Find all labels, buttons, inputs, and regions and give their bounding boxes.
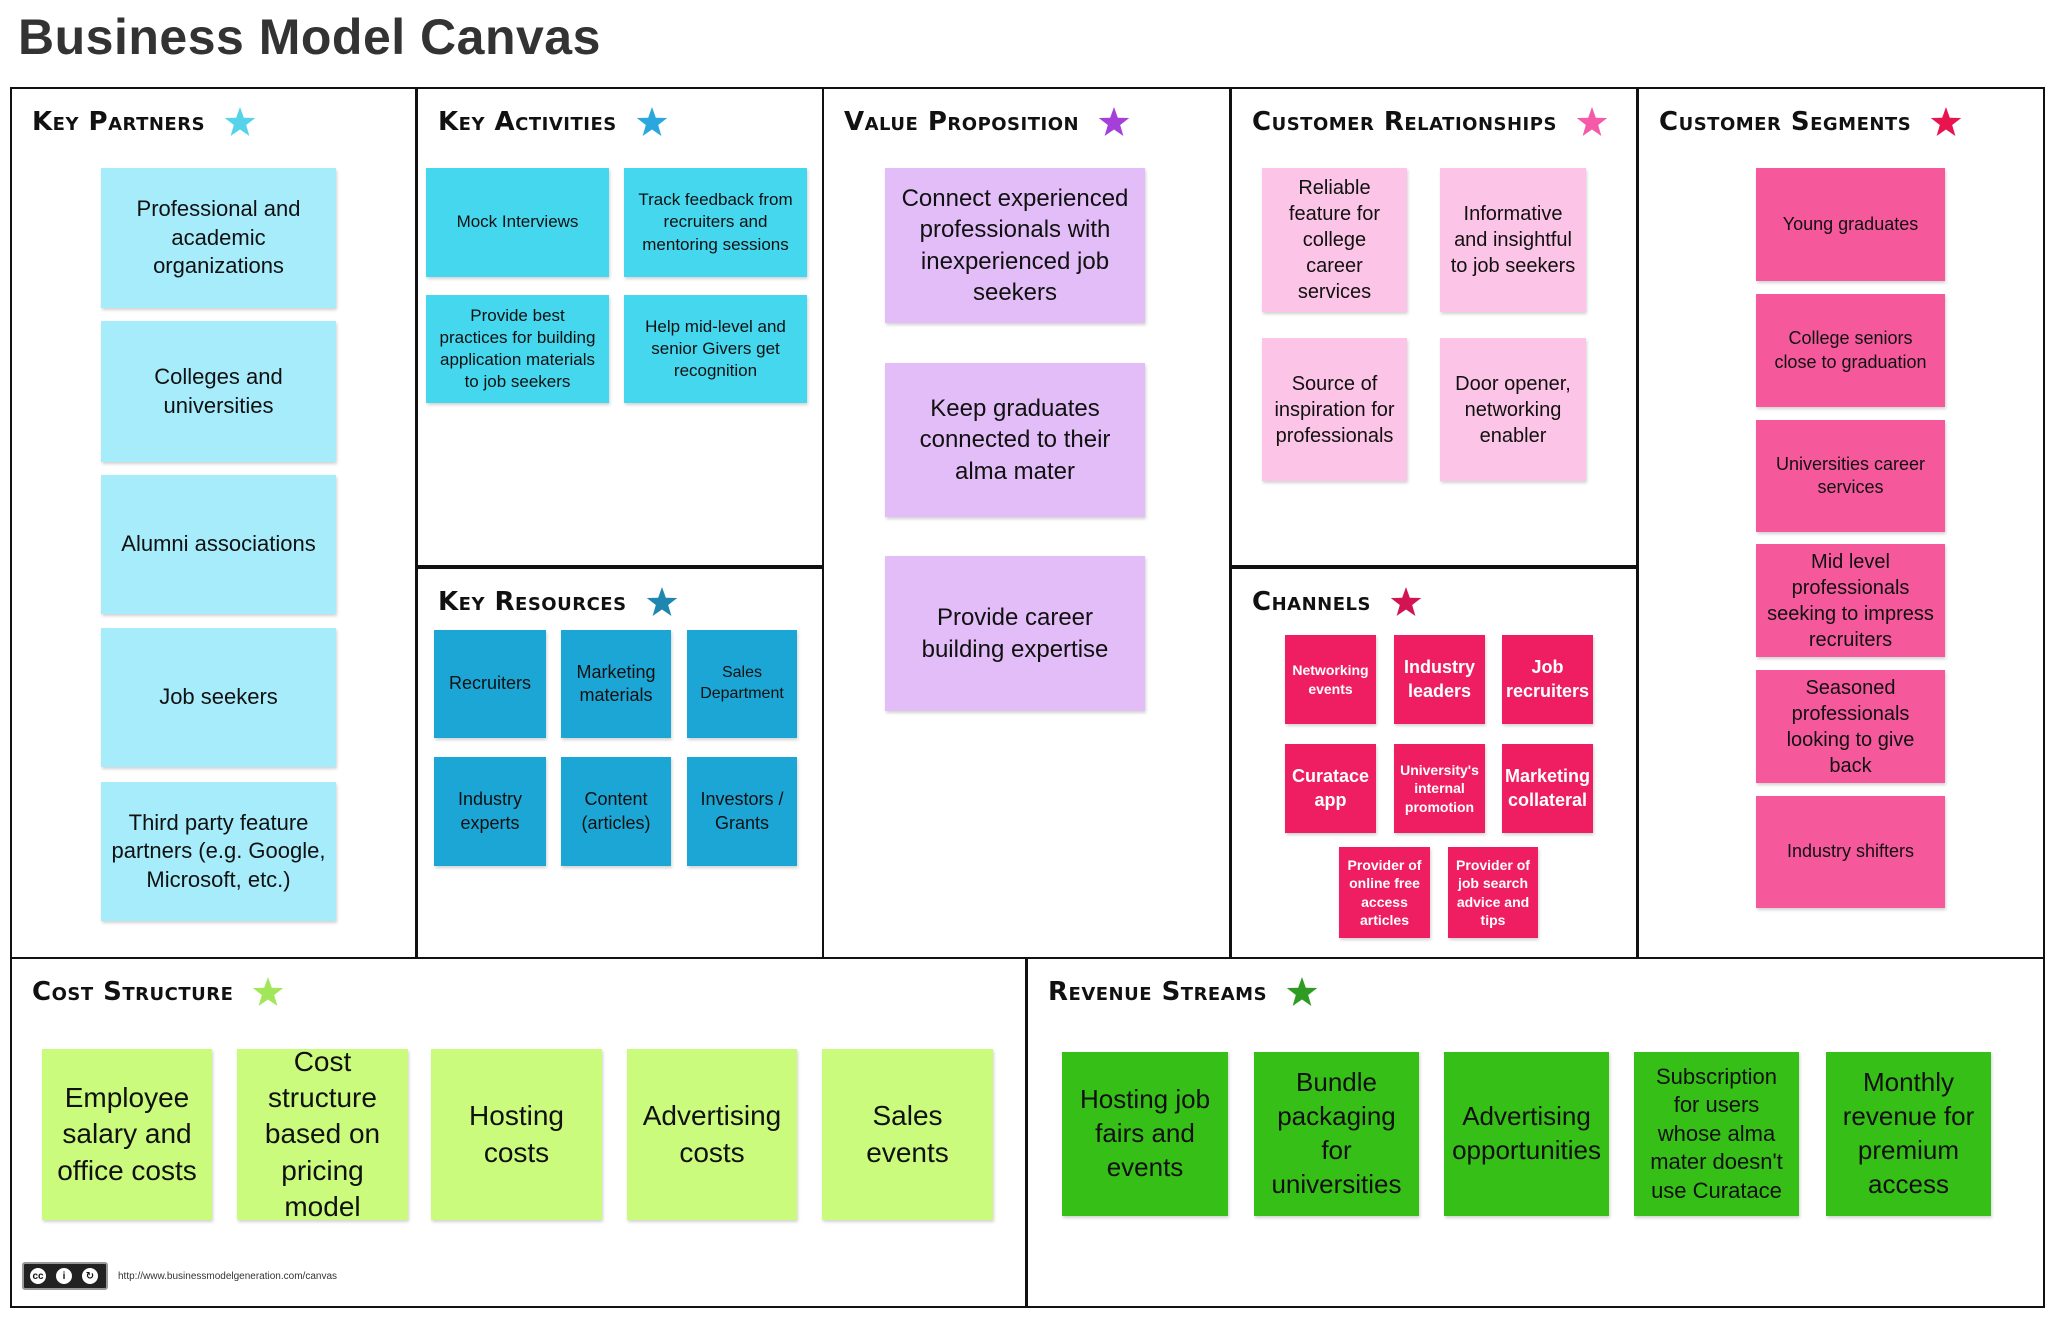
sticky-note[interactable]: Help mid-level and senior Givers get rec… bbox=[624, 295, 807, 403]
sticky-note[interactable]: Track feedback from recruiters and mento… bbox=[624, 168, 807, 277]
sticky-note[interactable]: College seniors close to graduation bbox=[1756, 294, 1945, 407]
sticky-note[interactable]: Alumni associations bbox=[101, 475, 336, 614]
section-header: Value Proposition bbox=[844, 105, 1131, 139]
section-title: Cost Structure bbox=[32, 977, 234, 1007]
sticky-note[interactable]: Advertising costs bbox=[627, 1049, 797, 1220]
section-title: Value Proposition bbox=[844, 107, 1080, 137]
sticky-note[interactable]: Mock Interviews bbox=[426, 168, 609, 277]
section-title: Key Activities bbox=[438, 107, 617, 137]
sticky-note[interactable]: Investors / Grants bbox=[687, 757, 797, 866]
section-key-activities: Key Activities bbox=[416, 87, 824, 567]
sticky-note[interactable]: Advertising opportunities bbox=[1444, 1052, 1609, 1216]
sticky-note[interactable]: Recruiters bbox=[434, 630, 546, 738]
sticky-note[interactable]: Job seekers bbox=[101, 628, 336, 767]
section-title: Customer Segments bbox=[1659, 107, 1912, 137]
section-header: Key Partners bbox=[32, 105, 257, 139]
section-title: Key Partners bbox=[32, 107, 206, 137]
sticky-note[interactable]: Provide career building expertise bbox=[885, 556, 1145, 711]
sticky-note[interactable]: Industry experts bbox=[434, 757, 546, 866]
section-title: Key Resources bbox=[438, 587, 627, 617]
section-title: Revenue Streams bbox=[1048, 977, 1268, 1007]
sticky-note[interactable]: Curatace app bbox=[1285, 744, 1376, 833]
sticky-note[interactable]: Provide best practices for building appl… bbox=[426, 295, 609, 403]
sticky-note[interactable]: Young graduates bbox=[1756, 168, 1945, 281]
sticky-note[interactable]: University's internal promotion bbox=[1394, 744, 1485, 833]
sticky-note[interactable]: Content (articles) bbox=[561, 757, 671, 866]
sticky-note[interactable]: Informative and insightful to job seeker… bbox=[1440, 168, 1586, 312]
star-icon bbox=[1098, 107, 1130, 136]
sticky-note[interactable]: Bundle packaging for universities bbox=[1254, 1052, 1419, 1216]
star-icon bbox=[253, 977, 284, 1006]
cc-icon: cc bbox=[28, 1266, 48, 1286]
sticky-note[interactable]: Provider of online free access articles bbox=[1339, 847, 1430, 938]
sticky-note[interactable]: Job recruiters bbox=[1502, 635, 1593, 724]
sticky-note[interactable]: Monthly revenue for premium access bbox=[1826, 1052, 1991, 1216]
creative-commons-badge: cc i ↻ bbox=[22, 1262, 108, 1290]
section-customer-relationships: Customer Relationships bbox=[1230, 87, 1638, 567]
star-icon bbox=[224, 107, 256, 136]
sticky-note[interactable]: Networking events bbox=[1285, 635, 1376, 724]
sticky-note[interactable]: Marketing materials bbox=[561, 630, 671, 738]
sticky-note[interactable]: Universities career services bbox=[1756, 420, 1945, 532]
sticky-note[interactable]: Hosting costs bbox=[431, 1049, 602, 1220]
section-header: Key Activities bbox=[438, 105, 669, 139]
sticky-note[interactable]: Professional and academic organizations bbox=[101, 168, 336, 308]
sticky-note[interactable]: Marketing collateral bbox=[1502, 744, 1593, 833]
section-header: Cost Structure bbox=[32, 975, 285, 1009]
sticky-note[interactable]: Cost structure based on pricing model bbox=[237, 1046, 408, 1222]
star-icon bbox=[636, 107, 667, 136]
section-header: Revenue Streams bbox=[1048, 975, 1319, 1009]
sticky-note[interactable]: Sales Department bbox=[687, 630, 797, 738]
sticky-note[interactable]: Third party feature partners (e.g. Googl… bbox=[101, 782, 336, 921]
section-channels: Channels bbox=[1230, 567, 1638, 959]
sticky-note[interactable]: Connect experienced professionals with i… bbox=[885, 168, 1145, 323]
star-icon bbox=[1930, 107, 1962, 136]
license-url[interactable]: http://www.businessmodelgeneration.com/c… bbox=[118, 1270, 338, 1282]
star-icon bbox=[1576, 107, 1608, 136]
section-header: Channels bbox=[1252, 585, 1423, 619]
section-title: Customer Relationships bbox=[1252, 107, 1557, 137]
section-header: Customer Relationships bbox=[1252, 105, 1609, 139]
sticky-note[interactable]: Industry shifters bbox=[1756, 796, 1945, 908]
sticky-note[interactable]: Reliable feature for college career serv… bbox=[1262, 168, 1407, 312]
sticky-note[interactable]: Hosting job fairs and events bbox=[1062, 1052, 1228, 1216]
sticky-note[interactable]: Mid level professionals seeking to impre… bbox=[1756, 544, 1945, 657]
sticky-note[interactable]: Colleges and universities bbox=[101, 321, 336, 462]
section-revenue-streams: Revenue Streams bbox=[1026, 957, 2045, 1308]
star-icon bbox=[1286, 977, 1318, 1006]
star-icon bbox=[1390, 587, 1422, 616]
sticky-note[interactable]: Employee salary and office costs bbox=[42, 1049, 212, 1220]
star-icon bbox=[646, 587, 677, 616]
section-title: Channels bbox=[1252, 587, 1371, 617]
license-footer: cc i ↻ http://www.businessmodelgeneratio… bbox=[22, 1262, 337, 1290]
sticky-note[interactable]: Industry leaders bbox=[1394, 635, 1485, 724]
sticky-note[interactable]: Door opener, networking enabler bbox=[1440, 338, 1586, 481]
sticky-note[interactable]: Source of inspiration for professionals bbox=[1262, 338, 1407, 481]
sticky-note[interactable]: Keep graduates connected to their alma m… bbox=[885, 363, 1145, 517]
sticky-note[interactable]: Sales events bbox=[822, 1049, 993, 1220]
by-icon: i bbox=[54, 1266, 74, 1286]
section-header: Customer Segments bbox=[1659, 105, 1963, 139]
section-header: Key Resources bbox=[438, 585, 679, 619]
page-title: Business Model Canvas bbox=[18, 9, 601, 65]
sticky-note[interactable]: Seasoned professionals looking to give b… bbox=[1756, 670, 1945, 783]
sa-icon: ↻ bbox=[80, 1266, 100, 1286]
sticky-note[interactable]: Subscription for users whose alma mater … bbox=[1634, 1052, 1799, 1216]
sticky-note[interactable]: Provider of job search advice and tips bbox=[1448, 847, 1538, 938]
